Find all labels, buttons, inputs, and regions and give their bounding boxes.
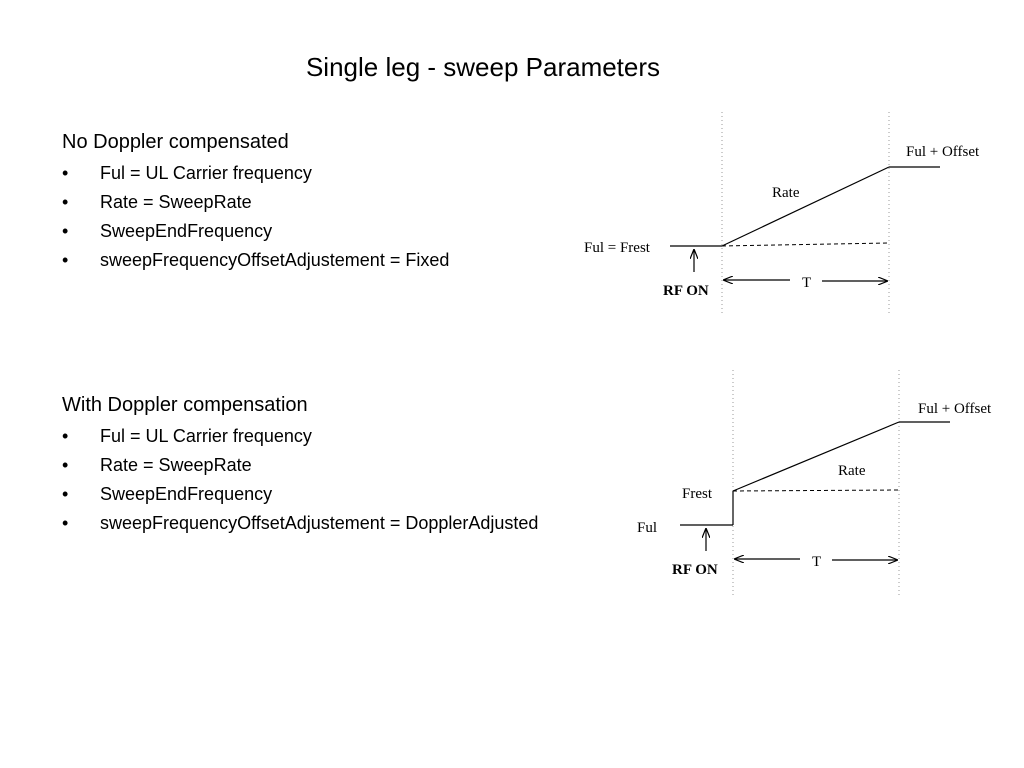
bullet-text: SweepEndFrequency [100, 484, 273, 504]
bullet-item: • Rate = SweepRate [62, 451, 622, 480]
bullet-text: Ful = UL Carrier frequency [100, 426, 312, 446]
bullet-text: sweepFrequencyOffsetAdjustement = Dopple… [100, 513, 539, 533]
bullet-item: • sweepFrequencyOffsetAdjustement = Doppl… [62, 509, 622, 538]
sweep-ramp-line [721, 166, 890, 247]
bullet-marker: • [62, 163, 69, 183]
section-no-doppler: No Doppler compensated • Ful = UL Carrier… [62, 128, 622, 275]
bullet-marker: • [62, 192, 69, 212]
step-frequency-label: Frest [682, 486, 713, 502]
bullet-item: • Rate = SweepRate [62, 188, 622, 217]
bullet-item: • Ful = UL Carrier frequency [62, 159, 622, 188]
reference-dashed-line [721, 242, 890, 247]
end-frequency-label: Ful + Offset [918, 401, 992, 417]
rate-label: Rate [772, 185, 800, 201]
start-frequency-label: Ful [637, 520, 657, 536]
end-frequency-label: Ful + Offset [906, 144, 980, 160]
duration-label: T [812, 554, 821, 570]
bullet-item: • SweepEndFrequency [62, 480, 622, 509]
start-frequency-label: Ful = Frest [584, 240, 651, 256]
section-heading: No Doppler compensated [62, 131, 289, 153]
bullet-item: • SweepEndFrequency [62, 217, 622, 246]
diagram-with-doppler: Ful + Offset Rate Frest Ful T RF ON [637, 370, 992, 596]
sweep-ramp-line [732, 421, 900, 492]
section-with-doppler: With Doppler compensation • Ful = UL Carr… [62, 391, 622, 538]
bullet-text: Rate = SweepRate [100, 455, 252, 475]
rate-label: Rate [838, 463, 866, 479]
bullet-marker: • [62, 426, 69, 446]
diagram-no-doppler: Ful + Offset Rate Ful = Frest T RF ON [584, 112, 980, 316]
duration-label: T [802, 275, 811, 291]
bullet-text: Ful = UL Carrier frequency [100, 163, 312, 183]
rf-on-label: RF ON [663, 283, 709, 299]
bullet-marker: • [62, 513, 69, 533]
slide-title: Single leg - sweep Parameters [305, 52, 661, 82]
bullet-marker: • [62, 455, 69, 475]
bullet-list: • Ful = UL Carrier frequency • Rate = Swee… [62, 422, 622, 538]
bullet-text: SweepEndFrequency [100, 221, 273, 241]
reference-dashed-line [732, 489, 900, 492]
bullet-item: • sweepFrequencyOffsetAdjustement = Fixed [62, 246, 622, 275]
bullet-text: sweepFrequencyOffsetAdjustement = Fixed [100, 250, 450, 270]
bullet-marker: • [62, 484, 69, 504]
section-heading: With Doppler compensation [62, 394, 308, 416]
bullet-list: • Ful = UL Carrier frequency • Rate = Swee… [62, 159, 622, 275]
bullet-item: • Ful = UL Carrier frequency [62, 422, 622, 451]
bullet-text: Rate = SweepRate [100, 192, 252, 212]
bullet-marker: • [62, 250, 69, 270]
bullet-marker: • [62, 221, 69, 241]
rf-on-label: RF ON [672, 562, 718, 578]
